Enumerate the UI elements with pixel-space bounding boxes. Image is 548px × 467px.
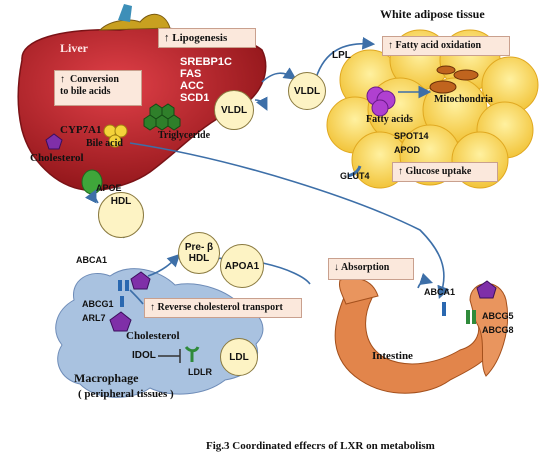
abca1-intestine-label: ABCA1 xyxy=(424,287,456,297)
vldl-label-2: VLDL xyxy=(293,85,321,97)
vldl-circle-liver: VLDL xyxy=(214,90,254,130)
hdl-label: HDL xyxy=(110,196,132,207)
ldl-label: LDL xyxy=(229,351,249,363)
arl7-label: ARL7 xyxy=(82,313,106,323)
lpl-label: LPL xyxy=(332,50,351,61)
vldl-label-1: VLDL xyxy=(220,104,248,116)
inhibitor-line xyxy=(158,349,181,363)
fatty-acids-icon xyxy=(366,86,396,117)
lipogenesis-box: ↑ Lipogenesis xyxy=(158,28,256,48)
abca1-transporter-icon xyxy=(118,280,122,291)
absorption-box: ↓ Absorption xyxy=(328,258,414,280)
cholesterol-intestine-icon xyxy=(476,280,497,299)
ldlr-receptor-icon xyxy=(184,345,200,362)
srebp1c-label: SREBP1C xyxy=(180,56,232,68)
cholesterol-liver-label: Cholesterol xyxy=(30,152,84,164)
acc-label: ACC xyxy=(180,80,204,92)
fatty-acid-oxidation-box: ↑ Fatty acid oxidation xyxy=(382,36,510,56)
fatty-acids-label: Fatty acids xyxy=(366,114,413,125)
scd1-label: SCD1 xyxy=(180,92,210,104)
glut4-label: GLUT4 xyxy=(340,171,370,181)
intestine-label: Intestine xyxy=(372,350,413,362)
macrophage-label: Macrophage xyxy=(74,371,139,385)
bile-acid-icon xyxy=(103,124,128,148)
ldlr-label: LDLR xyxy=(188,367,212,377)
triglyceride-icon xyxy=(143,103,181,131)
abcg8-label: ABCG8 xyxy=(482,325,514,335)
pre-beta-hdl-label: HDL xyxy=(188,253,210,264)
liver-label: Liver xyxy=(60,41,88,55)
mitochondria-label: Mitochondria xyxy=(434,94,493,105)
cyp7a1-label: CYP7A1 xyxy=(60,124,102,136)
bile-acid-label: Bile acid xyxy=(86,138,123,149)
abcg5-transporter-icon xyxy=(466,310,470,324)
fas-label: FAS xyxy=(180,68,202,80)
idol-label: IDOL xyxy=(132,350,156,361)
intestine-shape xyxy=(334,277,509,394)
cholesterol-liver-icon xyxy=(45,133,63,150)
vldl-circle-blood: VLDL xyxy=(288,72,326,110)
abca1-intestine-transporter-icon xyxy=(442,302,446,316)
cholesterol-macrophage-icon xyxy=(130,271,151,290)
apoe-label: APOE xyxy=(96,183,122,193)
glucose-uptake-box: ↑ Glucose uptake xyxy=(392,162,498,182)
mitochondria-icon xyxy=(429,65,479,94)
spot14-label: SPOT14 xyxy=(394,131,429,141)
ldl-circle: LDL xyxy=(220,338,258,376)
cholesterol-macrophage-icon-2 xyxy=(109,311,132,332)
triglyceride-label: Triglyceride xyxy=(158,130,211,141)
apod-label: APOD xyxy=(394,145,421,155)
conversion-box: ↑ Conversion to bile acids xyxy=(54,70,142,106)
abca1-macrophage-label: ABCA1 xyxy=(76,255,108,265)
reverse-transport-box: ↑ Reverse cholesterol transport xyxy=(144,298,302,318)
white-adipose-label: White adipose tissue xyxy=(380,7,485,21)
pre-beta-hdl-circle: Pre- β HDL xyxy=(178,232,220,274)
abcg1-label: ABCG1 xyxy=(82,299,114,309)
hdl-circle: HDL xyxy=(98,192,144,238)
cholesterol-macrophage-label: Cholesterol xyxy=(126,330,180,342)
peripheral-label: ( peripheral tissues ) xyxy=(78,388,174,400)
apoa1-circle: APOA1 xyxy=(220,244,264,288)
abcg5-label: ABCG5 xyxy=(482,311,514,321)
apoa1-label: APOA1 xyxy=(224,260,260,272)
pre-beta-label: Pre- β xyxy=(184,242,214,253)
figure-caption: Fig.3 Coordinated effecrs of LXR on meta… xyxy=(206,440,435,452)
abcg1-transporter-icon xyxy=(120,296,124,307)
liver-shape xyxy=(17,4,267,192)
